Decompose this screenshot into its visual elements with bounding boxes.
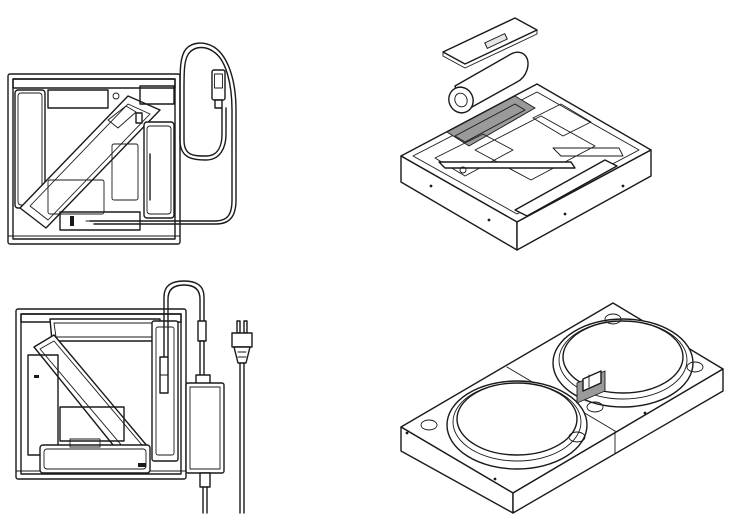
battery-cover-lid xyxy=(442,17,538,69)
front-pad xyxy=(446,380,588,470)
usb-cable xyxy=(89,42,237,225)
power-adapter xyxy=(163,280,225,514)
panel-dual-pad-base xyxy=(365,257,731,514)
diagonal-brace xyxy=(19,95,161,229)
tray-body-isometric xyxy=(400,83,652,251)
panel-tray-battery xyxy=(365,0,731,257)
ac-plug xyxy=(231,320,253,514)
battery-cell xyxy=(448,51,529,114)
rear-pad xyxy=(552,318,694,408)
usb-connector xyxy=(211,69,226,101)
panel-tray-power-adapter xyxy=(0,257,365,514)
adapter-brick xyxy=(185,382,225,474)
panel-tray-usb-cable xyxy=(0,0,365,257)
pad-connector-clip xyxy=(576,370,606,404)
